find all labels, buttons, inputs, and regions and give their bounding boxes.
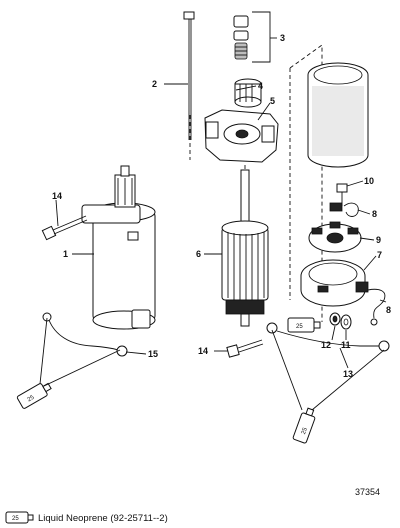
callout-11: 11	[341, 340, 351, 350]
callout-6: 6	[196, 249, 201, 259]
washer-part	[340, 314, 352, 330]
field-frame-cylinder-part	[307, 62, 369, 168]
application-lines	[39, 317, 385, 411]
sealant-tube-upper-right: 25	[287, 317, 321, 333]
tube-label-lower-right: 25	[301, 426, 309, 435]
callout-8-lower: 8	[386, 305, 391, 315]
legend-text: Liquid Neoprene (92-25711--2)	[38, 513, 168, 524]
callout-12: 12	[321, 340, 331, 350]
callout-14-lower: 14	[198, 346, 208, 356]
callout-15: 15	[148, 349, 158, 359]
callout-13: 13	[343, 369, 353, 379]
bolt-upper-part	[41, 215, 88, 241]
callout-10: 10	[364, 176, 374, 186]
drive-end-cap-part	[204, 109, 279, 163]
commutator-end-cap-part	[300, 259, 369, 307]
brush-holder-part	[308, 221, 362, 253]
legend: 25 Liquid Neoprene (92-25711--2)	[5, 511, 168, 524]
drive-gear-part	[234, 78, 262, 108]
callout-7: 7	[377, 250, 382, 260]
starter-motor-assembly-part	[81, 165, 156, 330]
callout-9: 9	[376, 235, 381, 245]
reference-number: 37354	[355, 487, 380, 497]
long-cable-part	[266, 322, 390, 352]
leader-lines	[55, 37, 387, 369]
armature-part	[221, 169, 269, 327]
legend-tube-label: 25	[12, 516, 19, 522]
nut-part	[329, 312, 341, 326]
callout-3: 3	[280, 33, 285, 43]
callout-1: 1	[63, 249, 68, 259]
brush-lead-upper-part	[329, 202, 359, 217]
callout-14-upper: 14	[52, 191, 62, 201]
legend-tube-icon: 25	[5, 511, 34, 524]
bolt-lower-part	[226, 339, 264, 358]
through-bolt-part	[183, 11, 195, 140]
brush-lead-lower-part	[367, 288, 386, 326]
short-cable-part	[42, 312, 128, 357]
nut-spring-stack-part	[233, 11, 271, 63]
callout-8-upper: 8	[372, 209, 377, 219]
sealant-tube-lower-right: 25	[292, 407, 316, 444]
callout-2: 2	[152, 79, 157, 89]
tube-label-upper-right: 25	[296, 324, 303, 330]
callout-4: 4	[258, 81, 263, 91]
tube-label-left: 25	[27, 394, 36, 403]
callout-5: 5	[270, 96, 275, 106]
